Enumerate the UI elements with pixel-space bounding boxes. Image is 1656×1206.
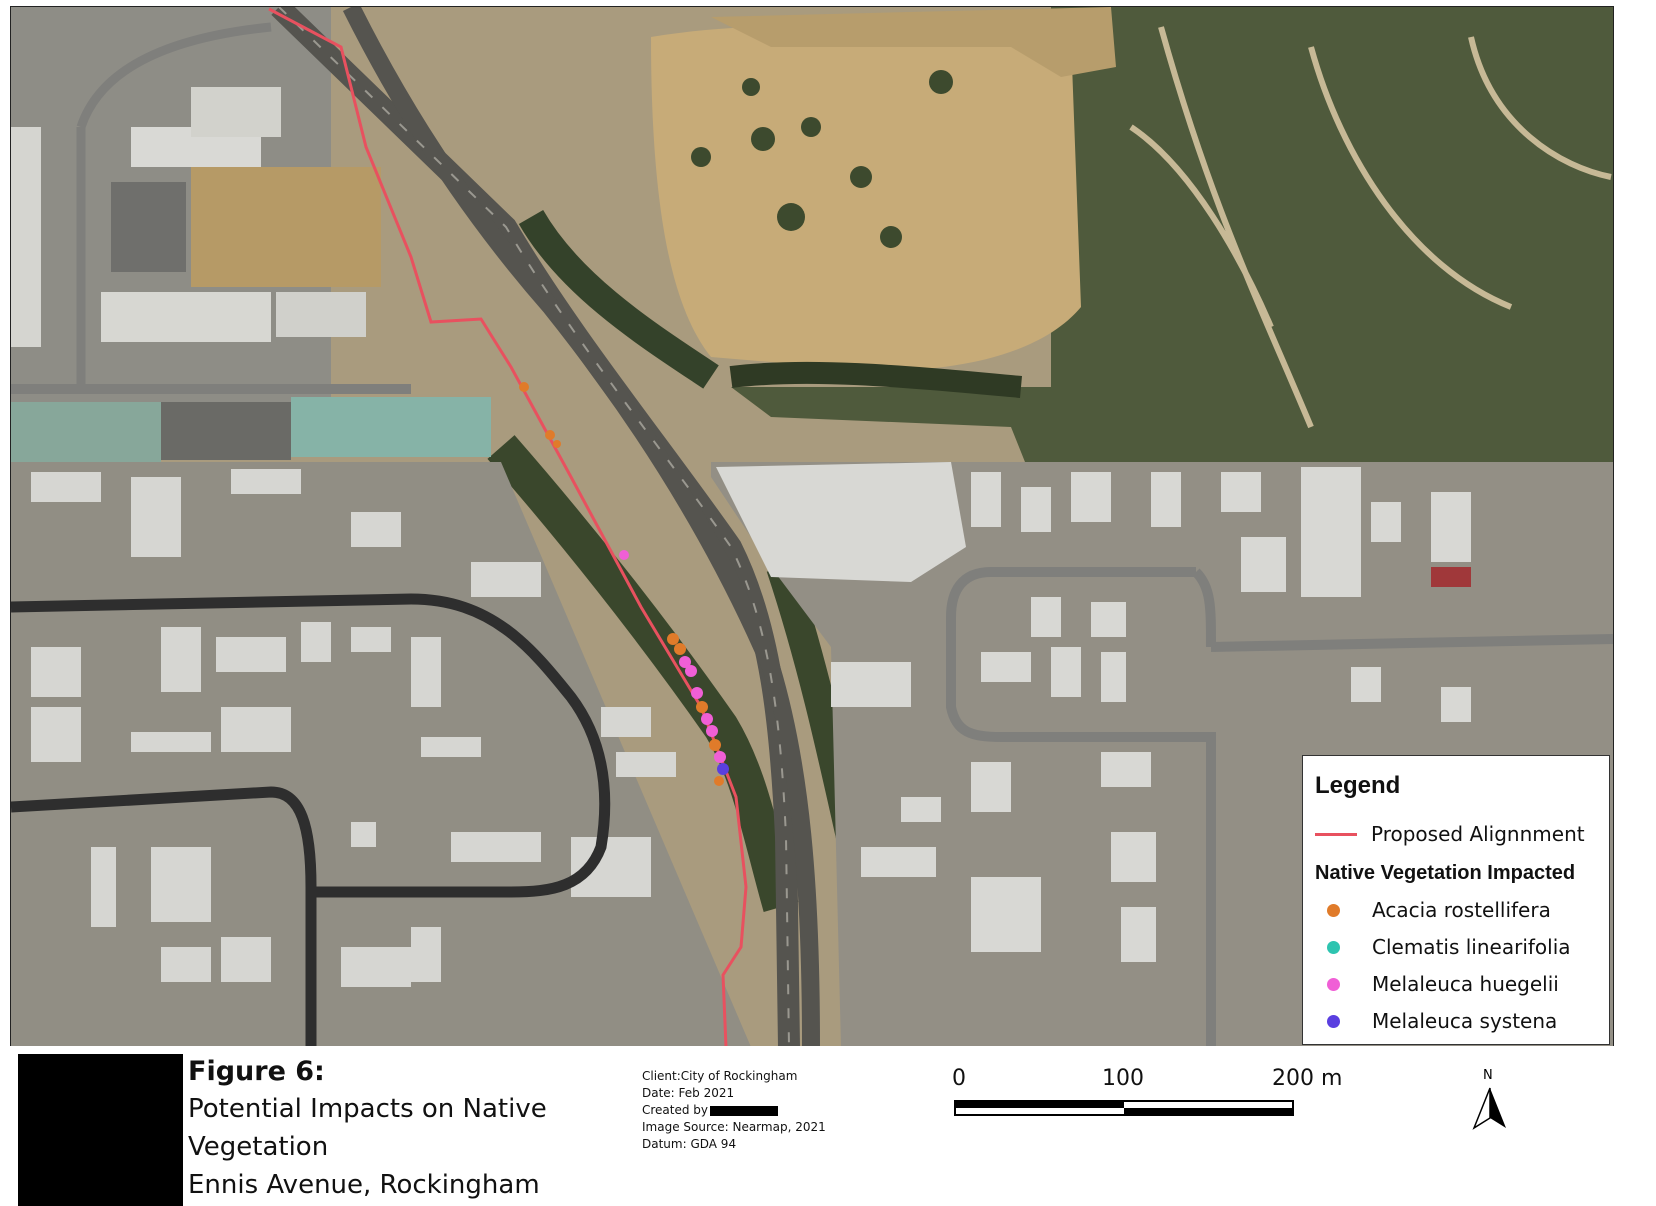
datum-text: Datum: GDA 94 bbox=[642, 1137, 737, 1151]
legend-species-label: Acacia rostellifera bbox=[1372, 898, 1551, 922]
scale-bar-graphic bbox=[954, 1100, 1294, 1116]
melaleuca-systena-dot-icon bbox=[1327, 1014, 1340, 1028]
legend-item-melaleuca-huegelii: Melaleuca huegelii bbox=[1315, 972, 1559, 996]
figure-number: Figure 6: bbox=[188, 1056, 325, 1087]
melaleuca-huegelii-dot-icon bbox=[1327, 977, 1340, 991]
figure-title-line1: Potential Impacts on Native bbox=[188, 1094, 547, 1124]
acacia-rostellifera-point bbox=[545, 430, 555, 440]
vegetation-points bbox=[519, 382, 729, 786]
legend-alignment-label: Proposed Alignnment bbox=[1371, 822, 1585, 846]
scale-label-0: 0 bbox=[952, 1066, 966, 1091]
figure-title-line3: Ennis Avenue, Rockingham bbox=[188, 1170, 540, 1200]
north-arrow: N bbox=[1470, 1068, 1510, 1138]
image-source-text: Image Source: Nearmap, 2021 bbox=[642, 1120, 826, 1134]
created-by-text: Created by bbox=[642, 1103, 709, 1117]
redacted-logo bbox=[18, 1054, 183, 1206]
melaleuca-huegelii-point bbox=[714, 751, 726, 763]
date-text: Date: Feb 2021 bbox=[642, 1086, 735, 1100]
legend-species-label: Clematis linearifolia bbox=[1372, 935, 1571, 959]
north-label: N bbox=[1483, 1068, 1493, 1083]
map-legend: Legend Proposed Alignnment Native Vegeta… bbox=[1302, 755, 1610, 1045]
bushland-area bbox=[731, 7, 1613, 477]
north-arrow-icon bbox=[1472, 1087, 1506, 1130]
melaleuca-huegelii-point bbox=[691, 687, 703, 699]
industrial-loop-road bbox=[11, 593, 611, 898]
scale-bar: 0 100 200 m bbox=[952, 1066, 1352, 1126]
acacia-rostellifera-point bbox=[709, 739, 721, 751]
melaleuca-huegelii-point bbox=[685, 665, 697, 677]
figure-title-line2: Vegetation bbox=[188, 1132, 329, 1162]
alignment-line-symbol bbox=[1315, 832, 1357, 836]
proposed-alignment-line bbox=[268, 7, 748, 1047]
scale-label-100: 100 bbox=[1102, 1066, 1144, 1091]
legend-species-label: Melaleuca systena bbox=[1372, 1009, 1558, 1033]
acacia-rostellifera-point bbox=[714, 776, 724, 786]
acacia-dot-icon bbox=[1327, 903, 1340, 917]
melaleuca-systena-point bbox=[717, 763, 729, 775]
legend-item-alignment: Proposed Alignnment bbox=[1315, 822, 1585, 846]
redaction-bar bbox=[710, 1105, 779, 1116]
acacia-rostellifera-point bbox=[696, 701, 708, 713]
scale-label-200: 200 m bbox=[1272, 1066, 1343, 1091]
melaleuca-huegelii-point bbox=[619, 550, 629, 560]
figure-footer: Figure 6: Potential Impacts on Native Ve… bbox=[0, 1046, 1656, 1206]
acacia-rostellifera-point bbox=[674, 643, 686, 655]
legend-item-clematis: Clematis linearifolia bbox=[1315, 935, 1571, 959]
acacia-rostellifera-point bbox=[667, 633, 679, 645]
legend-species-label: Melaleuca huegelii bbox=[1372, 972, 1559, 996]
clematis-dot-icon bbox=[1327, 940, 1340, 954]
melaleuca-huegelii-point bbox=[701, 713, 713, 725]
acacia-rostellifera-point bbox=[519, 382, 529, 392]
client-text: Client:City of Rockingham bbox=[642, 1069, 798, 1083]
legend-item-melaleuca-systena: Melaleuca systena bbox=[1315, 1009, 1557, 1033]
created-by-row: Created by bbox=[642, 1102, 826, 1119]
legend-item-acacia: Acacia rostellifera bbox=[1315, 898, 1551, 922]
legend-vegetation-heading: Native Vegetation Impacted bbox=[1315, 862, 1576, 884]
map-metadata: Client:City of Rockingham Date: Feb 2021… bbox=[642, 1068, 826, 1153]
legend-title: Legend bbox=[1315, 772, 1401, 799]
melaleuca-huegelii-point bbox=[679, 656, 691, 668]
acacia-rostellifera-point bbox=[553, 440, 561, 448]
park-area bbox=[651, 25, 1081, 371]
melaleuca-huegelii-point bbox=[706, 725, 718, 737]
